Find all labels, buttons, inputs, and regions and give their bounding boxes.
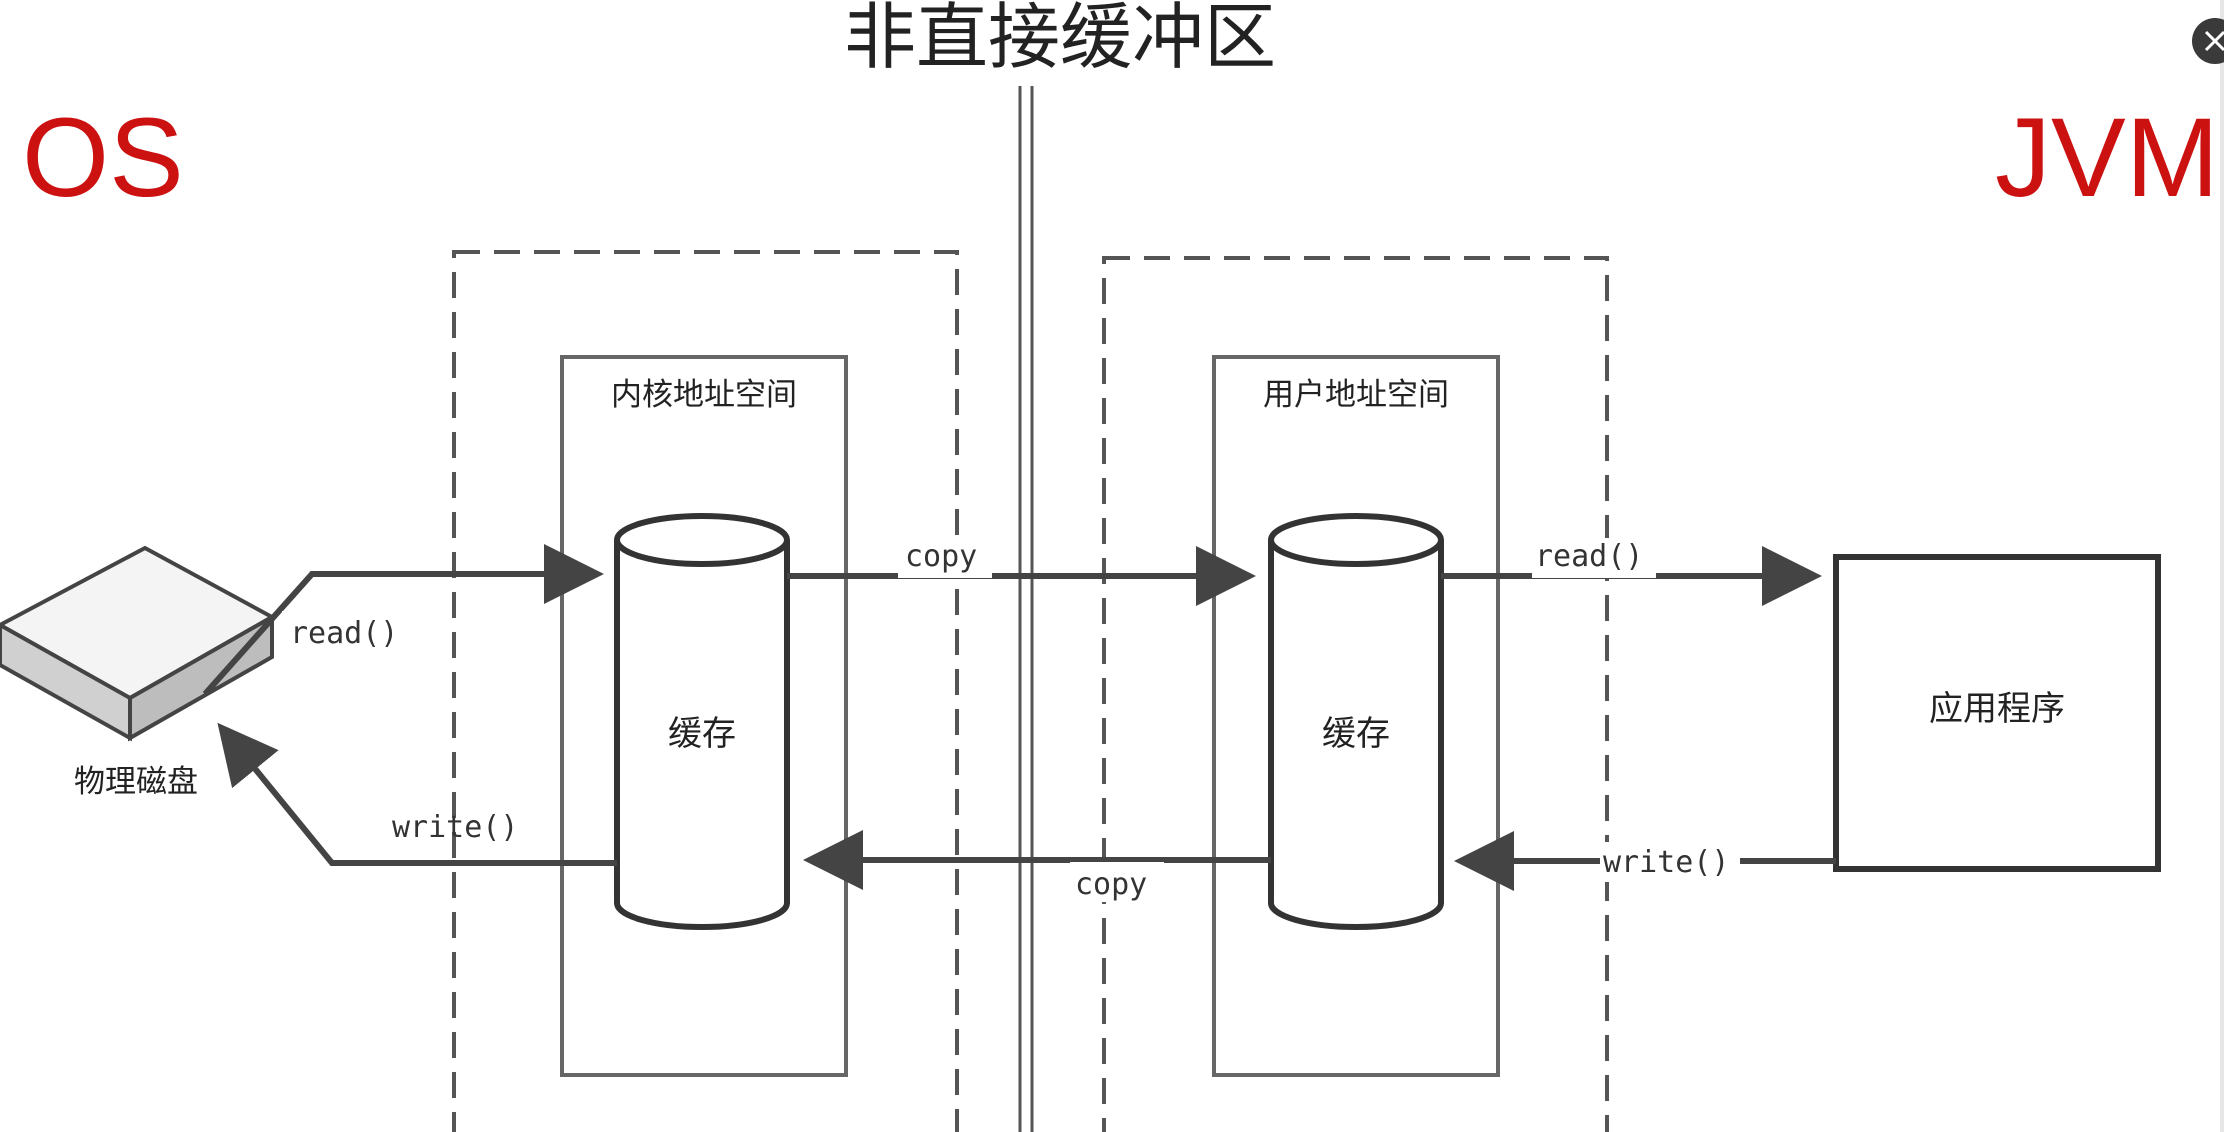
user-cache-cylinder: 缓存 — [1268, 513, 1444, 930]
app-write-label: write() — [1603, 845, 1729, 880]
close-icon — [2204, 30, 2224, 52]
user-address-space: 用户地址空间 — [1212, 355, 1500, 1077]
kernel-address-space-label: 内核地址空间 — [611, 377, 797, 413]
copy-bottom-label: copy — [1075, 867, 1147, 902]
disk-label: 物理磁盘 — [74, 764, 198, 800]
kernel-address-space: 内核地址空间 — [560, 355, 848, 1077]
kernel-dashed-region — [452, 250, 959, 1132]
jvm-label: JVM — [1995, 95, 2219, 220]
central-divider — [1018, 86, 1034, 1132]
application-label: 应用程序 — [1929, 689, 2065, 729]
disk-write-label: write() — [392, 810, 518, 845]
user-address-space-label: 用户地址空间 — [1263, 377, 1449, 413]
arrow-disk-read — [202, 544, 604, 696]
app-read-label: read() — [1535, 539, 1643, 574]
user-cache-label: 缓存 — [1322, 714, 1390, 754]
kernel-cache-label: 缓存 — [668, 714, 736, 754]
disk-read-label: read() — [290, 616, 398, 651]
application-box: 应用程序 — [1833, 554, 2161, 872]
arrow-disk-write — [217, 722, 617, 866]
user-dashed-region — [1102, 256, 1609, 1132]
close-button[interactable] — [2192, 18, 2224, 64]
kernel-cache-cylinder: 缓存 — [614, 513, 790, 930]
diagram-title: 非直接缓冲区 — [844, 0, 1276, 79]
os-label: OS — [22, 95, 184, 220]
copy-top-label: copy — [905, 539, 977, 574]
hard-disk-icon — [0, 545, 277, 742]
